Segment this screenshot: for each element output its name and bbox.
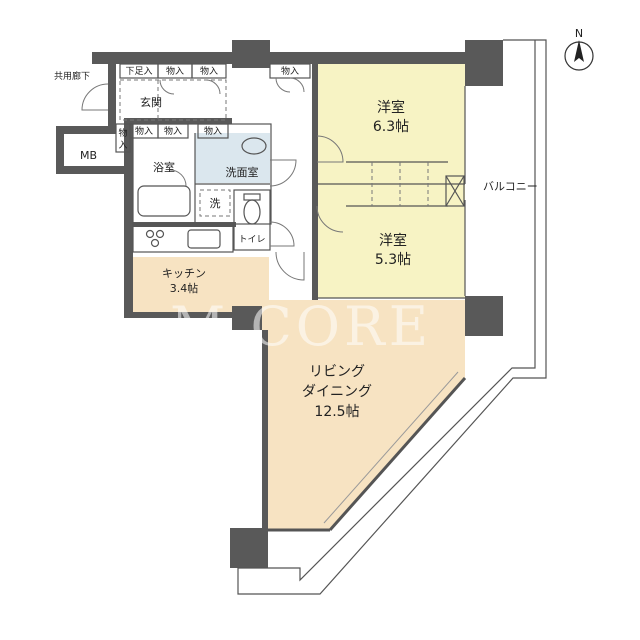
storage-label-5: 物入 — [164, 125, 182, 137]
storage-box-row2-4 — [197, 123, 229, 139]
storage-box-row2-3 — [157, 123, 189, 139]
wall-top-right — [265, 52, 465, 64]
stove-burner-1 — [145, 229, 155, 239]
north-compass-icon: N — [564, 27, 594, 71]
wall-kitchen-west — [124, 118, 133, 318]
kitchen-counter — [132, 225, 234, 253]
column-top-right — [465, 40, 503, 86]
toilet-label: トイレ — [238, 235, 265, 245]
living-dining-area — [238, 300, 465, 530]
stove-burner-3 — [150, 238, 160, 248]
western-room-2-size: 5.3帖 — [375, 252, 411, 268]
balcony-outline — [237, 39, 547, 595]
entrance-dash-area — [119, 79, 227, 121]
toilet-outline — [233, 189, 271, 251]
storage-box-top-2 — [191, 63, 227, 79]
door-wash — [269, 159, 297, 187]
pipe-shaft — [445, 175, 465, 207]
living-label-1: リビング — [309, 364, 365, 380]
living-label-2: ダイニング — [302, 384, 372, 400]
wall-mb — [56, 126, 108, 134]
mb-label: MB — [80, 149, 97, 162]
door-storage-b — [205, 79, 221, 95]
wall-kitchen-bottom — [124, 312, 236, 318]
bath-area — [133, 133, 193, 223]
living-diagonal-window — [328, 377, 467, 531]
wall-top-left — [92, 52, 247, 64]
wall-mb-left — [56, 126, 64, 174]
wall-living-left — [262, 330, 268, 530]
stove-burner-2 — [155, 229, 165, 239]
kitchen-name: キッチン — [162, 267, 206, 280]
storage-label-vertical-2: 入 — [118, 140, 127, 151]
western-room-2-area — [317, 184, 465, 298]
door-bath — [169, 169, 187, 187]
storage-label-4: 物入 — [135, 125, 153, 137]
column-mid-right — [465, 296, 503, 336]
kitchen-sink — [187, 229, 221, 249]
wall-west-room-left — [312, 64, 318, 300]
storage-label-2: 物入 — [200, 65, 218, 77]
balcony-label: バルコニー — [483, 180, 538, 193]
door-west-2 — [316, 205, 344, 233]
washer-label: 洗 — [210, 197, 221, 210]
column-bottom-left — [230, 528, 268, 568]
shoe-storage-label: 下足入 — [125, 66, 152, 77]
washroom-label: 洗面室 — [226, 165, 259, 179]
door-living — [275, 251, 305, 281]
compass-label: N — [575, 27, 583, 40]
western-room-1-area — [317, 64, 465, 184]
wash-basin — [241, 137, 267, 155]
wall-entry-west — [108, 52, 116, 134]
wall-mb-bottom — [56, 166, 124, 174]
living-size: 12.5帖 — [314, 404, 359, 420]
entrance-door — [81, 83, 109, 111]
kitchen-size: 3.4帖 — [170, 282, 199, 295]
door-storage-a — [159, 79, 175, 95]
storage-label-3: 物入 — [281, 65, 299, 77]
western-room-1-size: 6.3帖 — [373, 119, 409, 135]
storage-label-vertical-1: 物 — [118, 127, 127, 139]
watermark: M CORE — [170, 295, 432, 358]
storage-label-6: 物入 — [204, 125, 222, 137]
common-corridor-label: 共用廊下 — [54, 70, 90, 82]
pipe-shaft-x2 — [445, 175, 465, 207]
column-top-left — [232, 40, 270, 68]
washer-space — [199, 189, 231, 217]
door-storage-d — [289, 77, 305, 93]
toilet-bowl — [243, 199, 261, 225]
washroom-area — [195, 133, 270, 183]
door-storage-c — [275, 77, 291, 93]
entrance-label: 玄関 — [140, 95, 162, 109]
living-diagonal-window-inner — [323, 371, 459, 524]
western-room-2-name: 洋室 — [379, 232, 407, 249]
wall-wet-block — [124, 118, 232, 124]
door-toilet — [269, 221, 295, 247]
bath-label: 浴室 — [153, 160, 175, 174]
door-west-1 — [316, 135, 344, 163]
storage-label-1: 物入 — [166, 65, 184, 77]
bathtub — [137, 185, 191, 217]
toilet-tank — [243, 193, 261, 201]
western-room-1-name: 洋室 — [377, 99, 405, 116]
column-kitchen-left — [232, 306, 262, 330]
